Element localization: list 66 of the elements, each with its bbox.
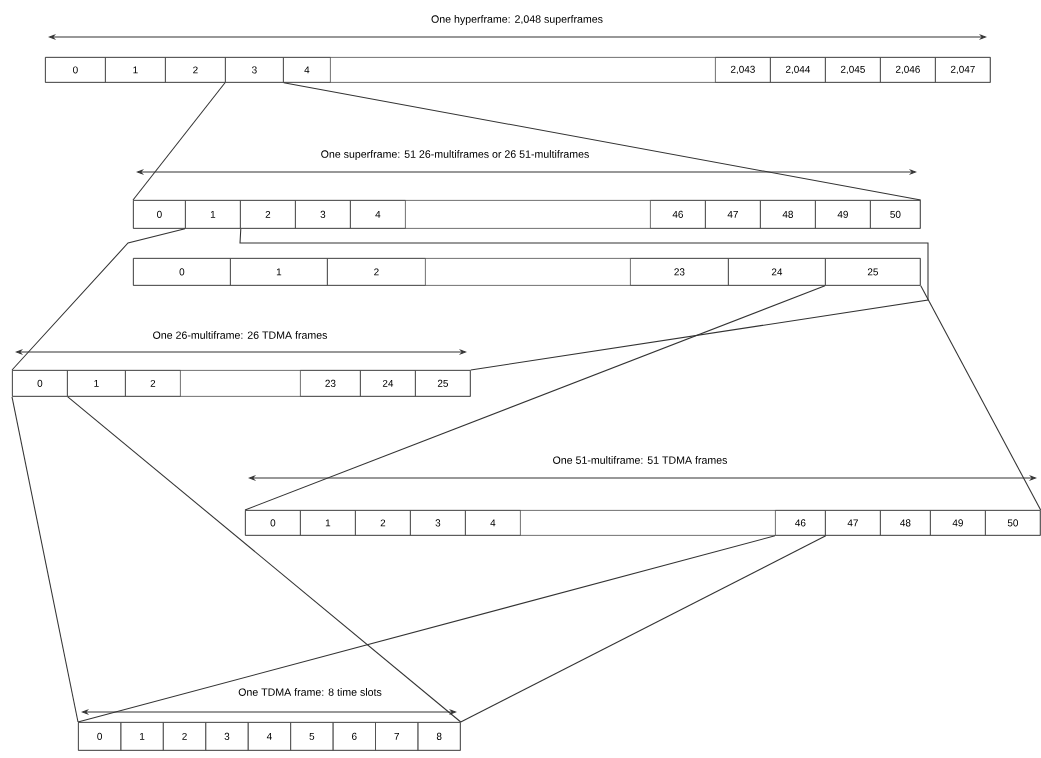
frame-cell: 4 [247, 722, 291, 751]
zoom-line [77, 535, 776, 723]
frame-cell: 0 [45, 57, 106, 83]
frame-cell: 50 [985, 510, 1041, 536]
zoom-line [920, 285, 1041, 511]
zoom-line [244, 285, 826, 511]
frame-cell: 2 [125, 370, 181, 397]
frame-cell: 49 [930, 510, 986, 536]
frame-cell: 23 [300, 370, 361, 397]
zoom-line [460, 535, 827, 723]
frame-title: One 26-multiframe: 26 TDMA frames [153, 331, 328, 339]
frame-cell: 3 [410, 510, 466, 536]
frame-cell: 6 [332, 722, 376, 751]
frame-cell: 46 [775, 510, 826, 536]
frame-cell: 2,046 [880, 57, 936, 83]
zoom-line [132, 82, 226, 201]
frame-cell: 4 [283, 57, 331, 83]
frame-cell: 3 [295, 200, 351, 229]
frame-cell: 48 [760, 200, 816, 229]
frame-cell: 3 [205, 722, 249, 751]
zoom-line [11, 396, 79, 723]
frame-cell: 24 [728, 258, 826, 286]
zoom-line [283, 82, 922, 201]
frame-cell: 2 [355, 510, 411, 536]
frame-title: One hyperframe: 2,048 superframes [431, 15, 603, 25]
frame-title: One superframe: 51 26-multiframes or 26 51-multiframes [321, 150, 589, 160]
frame-cell: 1 [185, 200, 241, 229]
frame-cell: 2,045 [825, 57, 881, 83]
frame-cell: 2,043 [715, 57, 771, 83]
frame-title: One 51-multiframe: 51 TDMA frames [553, 456, 728, 464]
frame-cell: 4 [350, 200, 406, 229]
frame-cell: 5 [290, 722, 334, 751]
frame-cell: 25 [825, 258, 921, 286]
frame-cell: 2 [240, 200, 296, 229]
frame-cell: 2 [165, 57, 226, 83]
frame-cell: 3 [225, 57, 284, 83]
frame-cell: 1 [67, 370, 126, 397]
frame-cell: 0 [78, 722, 122, 751]
frame-cell: 0 [245, 510, 301, 536]
frame-cell: 1 [230, 258, 328, 286]
frame-cell: 24 [360, 370, 416, 397]
frame-cell: 47 [705, 200, 761, 229]
frame-cell: 2 [327, 258, 426, 286]
frame-cell: 4 [465, 510, 521, 536]
frame-cell: 0 [133, 258, 231, 286]
frame-cell: 0 [133, 200, 186, 229]
zoom-line [67, 396, 462, 723]
frame-cell: 49 [815, 200, 871, 229]
frame-cell: 2 [162, 722, 207, 751]
frame-cell: 1 [300, 510, 356, 536]
frame-cell: 2,047 [935, 57, 991, 83]
frame-cell: 47 [825, 510, 881, 536]
frame-cell: 48 [880, 510, 931, 536]
frame-cell: 50 [870, 200, 921, 229]
frame-cell: 0 [12, 370, 68, 397]
zoom-line [239, 228, 929, 371]
frame-cell: 7 [375, 722, 419, 751]
frame-cell: 1 [120, 722, 164, 751]
frame-title: One TDMA frame: 8 time slots [238, 688, 382, 696]
frame-cell: 8 [417, 722, 461, 751]
frame-cell: 23 [630, 258, 729, 286]
frame-cell: 2,044 [770, 57, 826, 83]
frame-cell: 25 [415, 370, 471, 397]
frame-cell: 46 [650, 200, 706, 229]
zoom-line [11, 228, 186, 371]
frame-cell: 1 [105, 57, 166, 83]
